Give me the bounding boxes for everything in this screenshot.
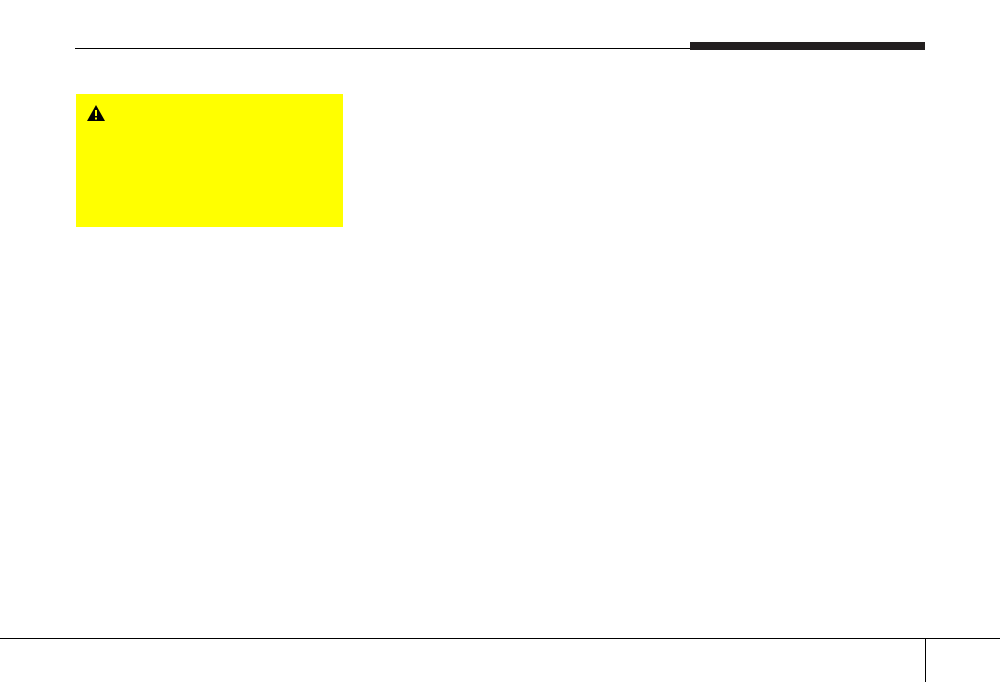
header-rule [75, 48, 925, 49]
header-section-tab [690, 42, 925, 50]
warning-box [76, 94, 343, 227]
footer-page-divider [925, 638, 926, 682]
warning-triangle-icon [86, 104, 106, 122]
footer-rule [0, 638, 1000, 639]
